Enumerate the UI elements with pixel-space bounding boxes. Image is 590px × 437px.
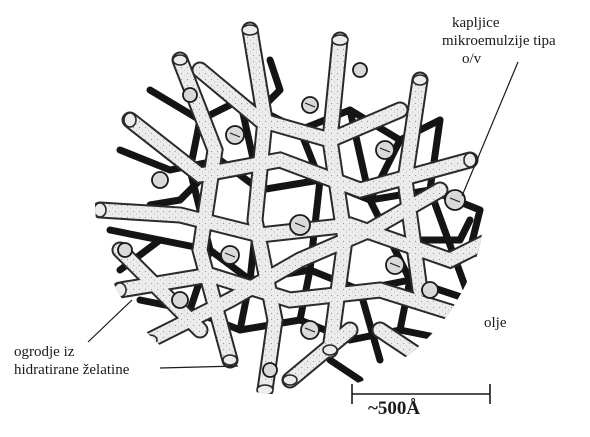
gelatin-leader-line-1	[88, 300, 132, 342]
gelatin-label-line-2: hidratirane želatine	[14, 361, 129, 379]
droplet-label-line-2: mikroemulzije tipa	[442, 32, 556, 50]
gelatin-label: ogrodje iz hidratirane želatine	[14, 343, 129, 379]
droplet-label-line-1: kapljice	[452, 14, 556, 32]
droplet-label: kapljice mikroemulzije tipa o/v	[452, 14, 556, 68]
gelatin-label-line-1: ogrodje iz	[14, 343, 129, 361]
scale-label: ~500Å	[368, 400, 420, 418]
oil-label: olje	[484, 314, 507, 332]
droplet-label-line-3: o/v	[462, 50, 556, 68]
droplet-leader-line	[462, 62, 518, 196]
